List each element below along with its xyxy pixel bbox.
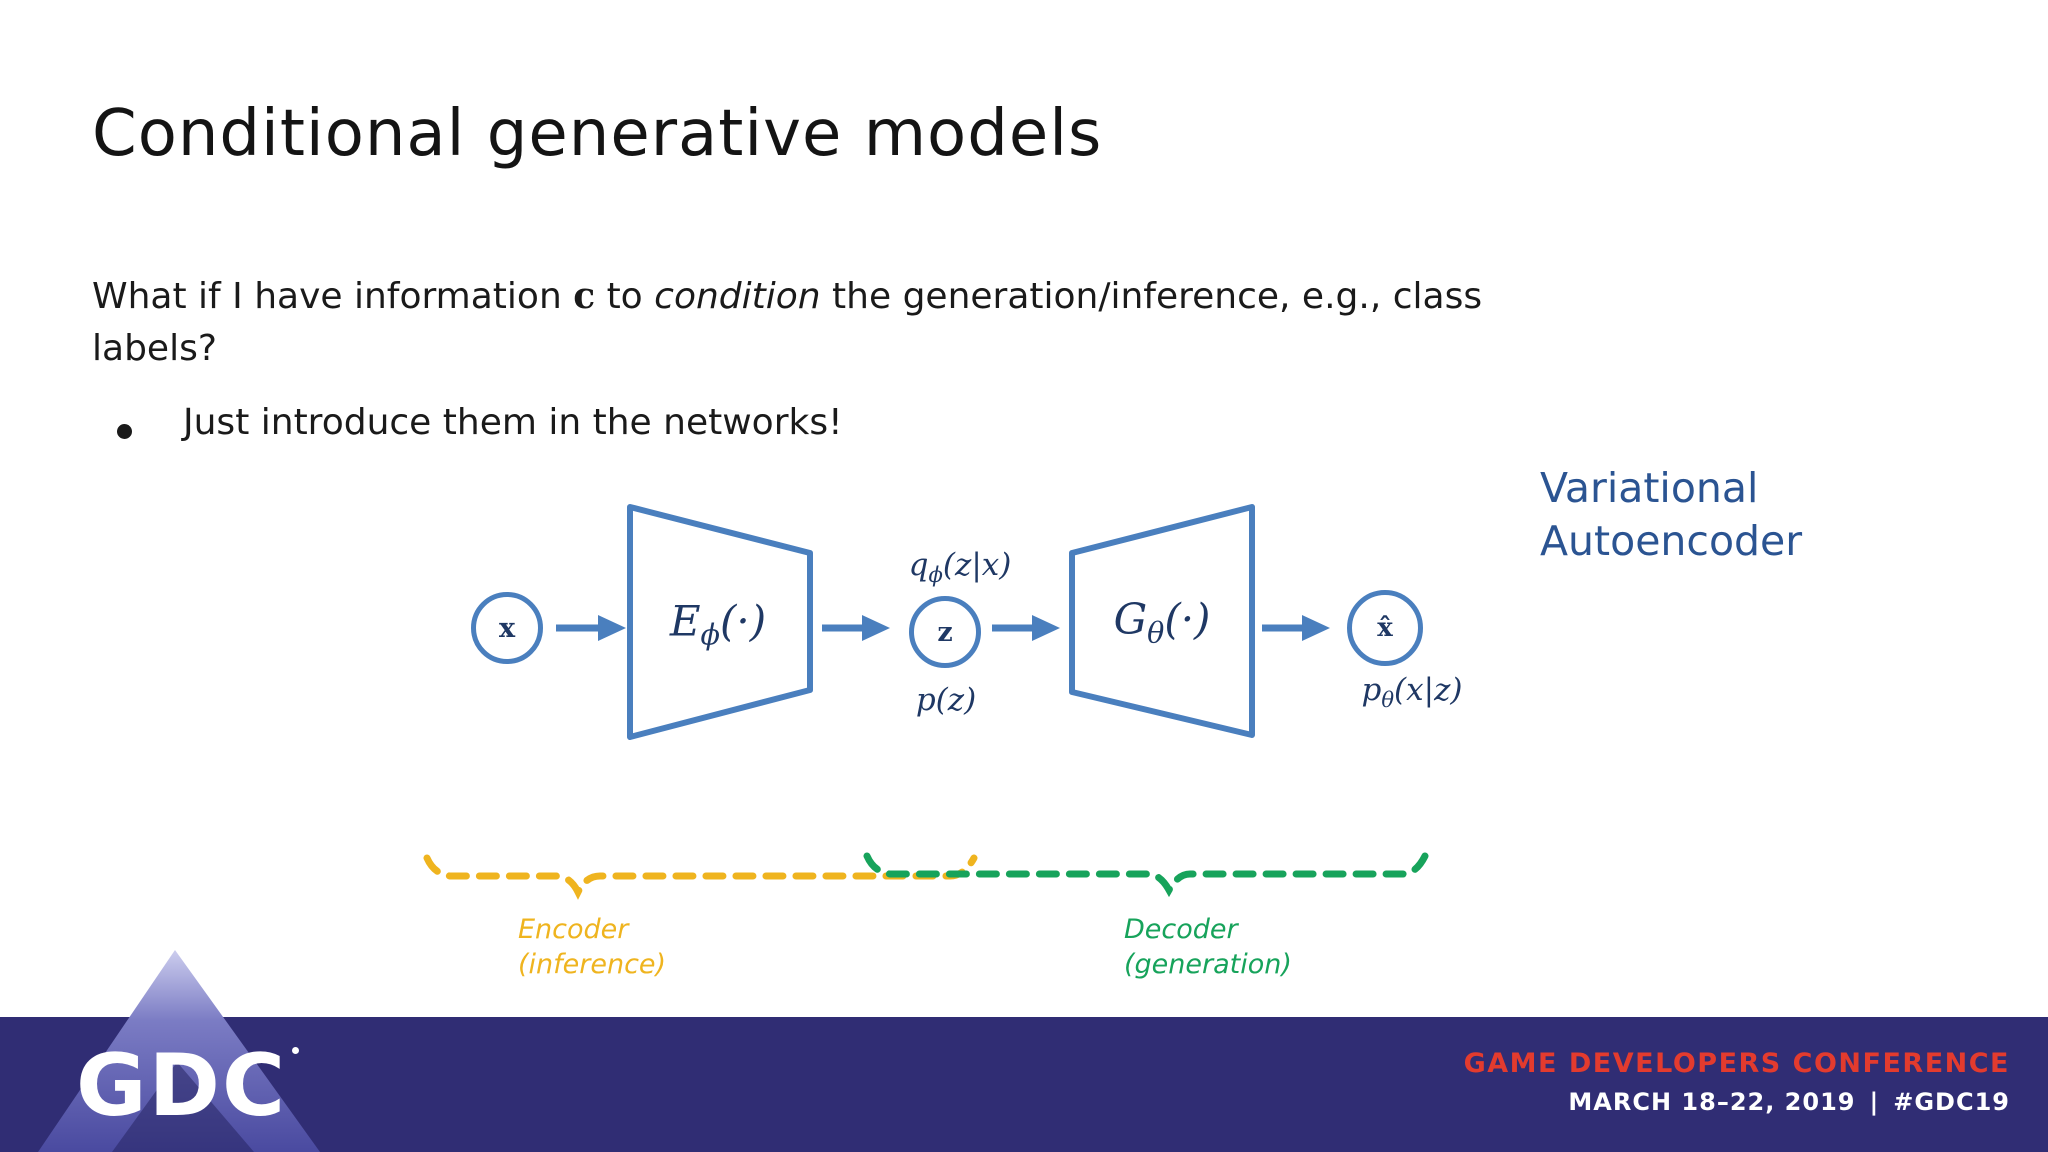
- posterior-args: (z|x): [942, 546, 1012, 583]
- body-paragraph: What if I have information c to conditio…: [92, 270, 1852, 375]
- encoder-brace-line2: (inference): [518, 949, 667, 981]
- dates-text: MARCH 18–22, 2019: [1568, 1088, 1856, 1116]
- encoder-args: (·): [720, 596, 767, 646]
- bullet-text: Just introduce them in the networks!: [183, 402, 843, 443]
- footer-bar: [0, 1017, 2048, 1152]
- vae-label-line1: Variational: [1540, 464, 1759, 512]
- likelihood-args: (x|z): [1394, 671, 1463, 708]
- likelihood-base: p: [1361, 671, 1382, 708]
- posterior-base: q: [908, 546, 929, 583]
- decoder-brace: [863, 852, 1429, 898]
- decoder-sub: θ: [1147, 615, 1165, 650]
- gdc-logo-text: GDC: [76, 1036, 288, 1136]
- encoder-brace-line1: Encoder: [518, 914, 629, 945]
- dates-separator: |: [1869, 1088, 1880, 1116]
- condition-emphasis: condition: [654, 276, 821, 317]
- body-seg1: What if I have information: [92, 276, 574, 317]
- node-xhat: x̂: [1347, 590, 1423, 666]
- encoder-sub: ϕ: [700, 617, 721, 652]
- decoder-brace-label: Decoder (generation): [1124, 912, 1292, 982]
- decoder-brace-line2: (generation): [1124, 949, 1292, 981]
- arrow-z-to-decoder: [992, 615, 1060, 641]
- conference-dates: MARCH 18–22, 2019 | #GDC19: [1464, 1088, 2010, 1116]
- node-xhat-label: x̂: [1377, 613, 1393, 643]
- likelihood-sub: θ: [1381, 687, 1395, 713]
- body-seg4: labels?: [92, 328, 217, 370]
- body-seg3: the generation/inference, e.g., class: [820, 276, 1483, 317]
- arrow-decoder-to-xhat: [1262, 615, 1330, 641]
- node-x-label: x: [498, 612, 516, 644]
- decoder-function-label: Gθ(·): [1114, 594, 1211, 649]
- node-z-label: z: [937, 616, 953, 648]
- body-seg2: to: [595, 276, 655, 317]
- conference-name: GAME DEVELOPERS CONFERENCE: [1463, 1048, 2010, 1079]
- slide-title: Conditional generative models: [92, 97, 1103, 171]
- posterior-label: qϕ(z|x): [909, 547, 1012, 587]
- encoder-brace: [423, 854, 978, 900]
- footer-conference-block: GAME DEVELOPERS CONFERENCE MARCH 18–22, …: [1464, 1048, 2010, 1116]
- vae-label-line2: Autoencoder: [1540, 517, 1803, 566]
- node-z: z: [909, 596, 981, 668]
- bullet-dot: [117, 424, 132, 439]
- prior-label: p(z): [915, 682, 977, 718]
- decoder-base: G: [1113, 594, 1148, 644]
- encoder-base: E: [669, 596, 701, 646]
- arrow-encoder-to-z: [822, 615, 890, 641]
- node-x: x: [471, 592, 543, 664]
- decoder-args: (·): [1164, 594, 1211, 644]
- decoder-brace-line1: Decoder: [1124, 914, 1238, 945]
- c-symbol: c: [573, 275, 596, 317]
- encoder-brace-label: Encoder (inference): [518, 912, 666, 982]
- gdc-trademark-dot: [292, 1047, 299, 1054]
- encoder-function-label: Eϕ(·): [670, 596, 766, 651]
- likelihood-label: pθ(x|z): [1361, 672, 1462, 712]
- posterior-sub: ϕ: [928, 562, 943, 588]
- hashtag-text: #GDC19: [1893, 1088, 2010, 1116]
- arrow-x-to-encoder: [556, 615, 626, 641]
- vae-side-label: Variational Autoencoder: [1540, 462, 1802, 569]
